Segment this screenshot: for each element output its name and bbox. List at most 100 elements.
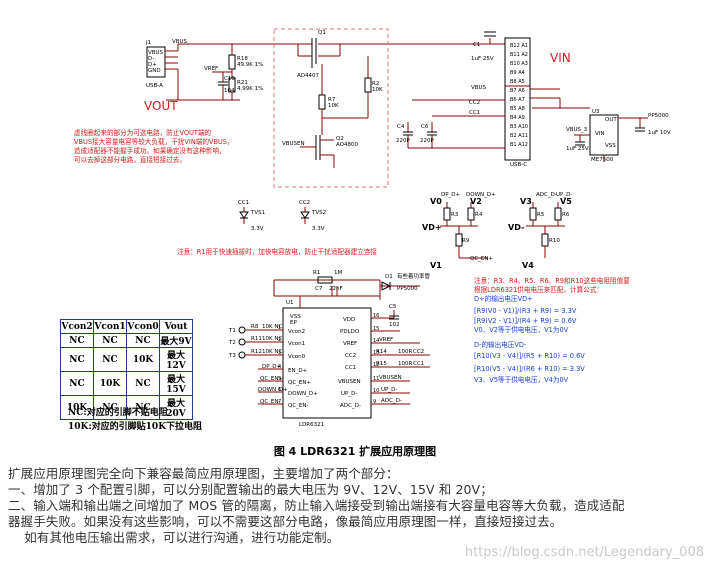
dn-top-net: DOWN_D+ [466, 192, 496, 198]
r14-label: R14 [376, 349, 387, 355]
ic-name: LDR6321 [299, 422, 324, 428]
r12-label: R12 [251, 349, 262, 355]
optional-note-line3: 造成适配器不能握手成功。如果确定没有这种影响， [74, 146, 226, 155]
r1-label: R1 [313, 270, 320, 276]
paragraph-line: 一、增加了 3 个配置引脚，可以分别配置输出的最大电压为 9V、12V、15V … [8, 482, 493, 497]
up-top-net: UP_D- [556, 192, 572, 198]
tvs1-value: 3.3V [251, 226, 264, 232]
ic-ep: EP [290, 320, 297, 326]
ic-pin-cc1: CC1 [345, 365, 356, 371]
r18-label: R18 [237, 56, 248, 62]
d1-label: D1 [385, 274, 393, 280]
formula-dm-2: [R10(V5 - V4)]/(R6 + R10) = 3.3V [474, 365, 585, 373]
r3-label: R3 [451, 212, 459, 218]
r21-value: 4.99K 1% [237, 86, 263, 92]
vout-label: VOUT [144, 99, 178, 113]
dp-top-net: DP_D+ [441, 192, 461, 198]
d1-note: 有些着功率管 [397, 272, 431, 280]
pp5000-label: PP5000 [648, 113, 669, 119]
table-cell: NC [93, 347, 127, 372]
ic-pin-down: DOWN_D+ [288, 391, 318, 397]
ao4407-label: AO4407 [297, 73, 319, 79]
r15-label: R15 [376, 361, 387, 367]
r8-label: R8 [251, 324, 259, 330]
r21-label: R21 [237, 80, 248, 86]
u3-name: ME7500 [591, 157, 614, 163]
pp5000b-label: PP5000 [397, 286, 418, 292]
c6-label: C6 [421, 124, 429, 130]
table-cell: 10K [126, 347, 160, 372]
table-header-row: Vcon2 Vcon1 Vcon0 Vout [60, 319, 193, 334]
table-cell: 最大12V [159, 347, 193, 372]
r6-label: R6 [562, 212, 570, 218]
vin-label: VIN [550, 51, 571, 65]
r11-label: R11 [251, 336, 262, 342]
r10-label: R10 [549, 238, 560, 244]
r8-value: 10K NC [262, 324, 282, 330]
t2-label: T2 [228, 340, 236, 346]
r18-value: 49.9K 1% [237, 62, 263, 68]
formula-dp-2: [R9(V2 - V1)]/(R4 + R9) = 0.6V [474, 317, 577, 325]
usba-pin-3: D+ [148, 62, 157, 68]
usbc-pin: B1 A12 [510, 142, 528, 148]
q2-label: Q2 [336, 136, 344, 142]
table-cell: NC [93, 333, 127, 348]
v4-label: V4 [522, 261, 534, 270]
u1-label: U1 [286, 300, 294, 306]
watermark: https://blog.csdn.net/Legendary_008 [464, 545, 704, 560]
vcon-config-table: Vcon2 Vcon1 Vcon0 Vout NC NC NC 最大9V NC … [60, 319, 193, 420]
tvs2-value: 3.3V [312, 226, 325, 232]
c3-value: 1uF 25V [566, 146, 589, 152]
usbc-pin: B6 A7 [510, 97, 525, 103]
usbc-name: USB-C [510, 162, 527, 168]
q1-label: Q1 [318, 30, 326, 36]
ic-pin-num: 16 [373, 313, 379, 319]
c10-value: 104 [224, 88, 235, 94]
usbc-pin: B4 A9 [510, 115, 525, 121]
r9-label: R9 [462, 238, 470, 244]
ic-pin-vbusen: VBUSEN [338, 379, 361, 385]
usbc-pin: B10 A3 [510, 61, 528, 67]
ic-pin-up: UP_D- [341, 391, 357, 397]
net-qcenm: QC_EN- [260, 399, 281, 405]
usba-name: USB-A [146, 83, 163, 89]
table-header-cell: Vcon0 [126, 319, 160, 334]
usba-pin-1: VBUS [148, 50, 164, 56]
table-cell: 最大20V [159, 395, 193, 420]
table-cell: NC [126, 371, 160, 396]
formula-dm-1: [R10(V3 - V4)]/(R5 + R10) = 0.6V [474, 352, 585, 360]
vref-label: VREF [204, 66, 218, 72]
vbusen-label: VBUSEN [282, 141, 305, 147]
paragraph-line: 二、输入端和输出端之间增加了 MOS 管的隔离，防止输入端接受到输出端接有大容量… [8, 498, 625, 513]
table-cell: 最大9V [159, 333, 193, 348]
resistor-note-line2: 根据LDR6321供电电压来匹配，计算公式： [474, 285, 603, 294]
ic-pin-num: 1 [278, 325, 281, 331]
usbc-pin: B7 A6 [510, 88, 525, 94]
c1-value: 1uF 25V [471, 56, 494, 62]
ic-pin-vcon1: Vcon1 [288, 341, 305, 347]
formula-dm-title: D-的输出电压VD- [474, 340, 527, 349]
usbc-pin: B5 A8 [510, 106, 525, 112]
table-header-cell: Vcon2 [60, 319, 94, 334]
figure-caption: 图 4 LDR6321 扩展应用原理图 [273, 445, 437, 458]
ic-pin-num: 11 [373, 376, 379, 382]
ic-pin-num: 3 [278, 350, 281, 356]
v2-label: V2 [470, 197, 482, 206]
formula-dp-1: [R9(V0 - V1)]/(R3 + R9) = 3.3V [474, 307, 577, 315]
paragraph-line: 如有其他电压输出需求，可以进行沟通，进行功能定制。 [8, 530, 340, 545]
formula-dm-3: V3、V5等于供电电压，V4为0V [474, 375, 569, 384]
r2-value: 10K [372, 87, 383, 93]
c5-value: 102 [389, 322, 400, 328]
vbus-label: VBUS [172, 39, 188, 45]
u3-out: OUT [605, 117, 617, 123]
ic-pin-qcen: QC_EN+ [288, 380, 312, 386]
usbc-pin: B11 A2 [510, 52, 528, 58]
table-row: 10K NC NC 最大20V [60, 395, 193, 420]
table-note-nc: NC:对应的引脚不贴电阻 [68, 408, 168, 418]
net-down: DOWN_D+ [258, 387, 288, 393]
qc-en-net: QC_EN+ [470, 256, 494, 262]
r11-value: 10K NC [262, 336, 282, 342]
usbc-pin: B9 A4 [510, 70, 525, 76]
paragraph-line: 器握手失败。如果没有这些影响，可以不需要这部分电路，像最简应用原理图一样，直接短… [8, 514, 563, 529]
ic-pin-pdldo: PDLDO [340, 329, 360, 335]
